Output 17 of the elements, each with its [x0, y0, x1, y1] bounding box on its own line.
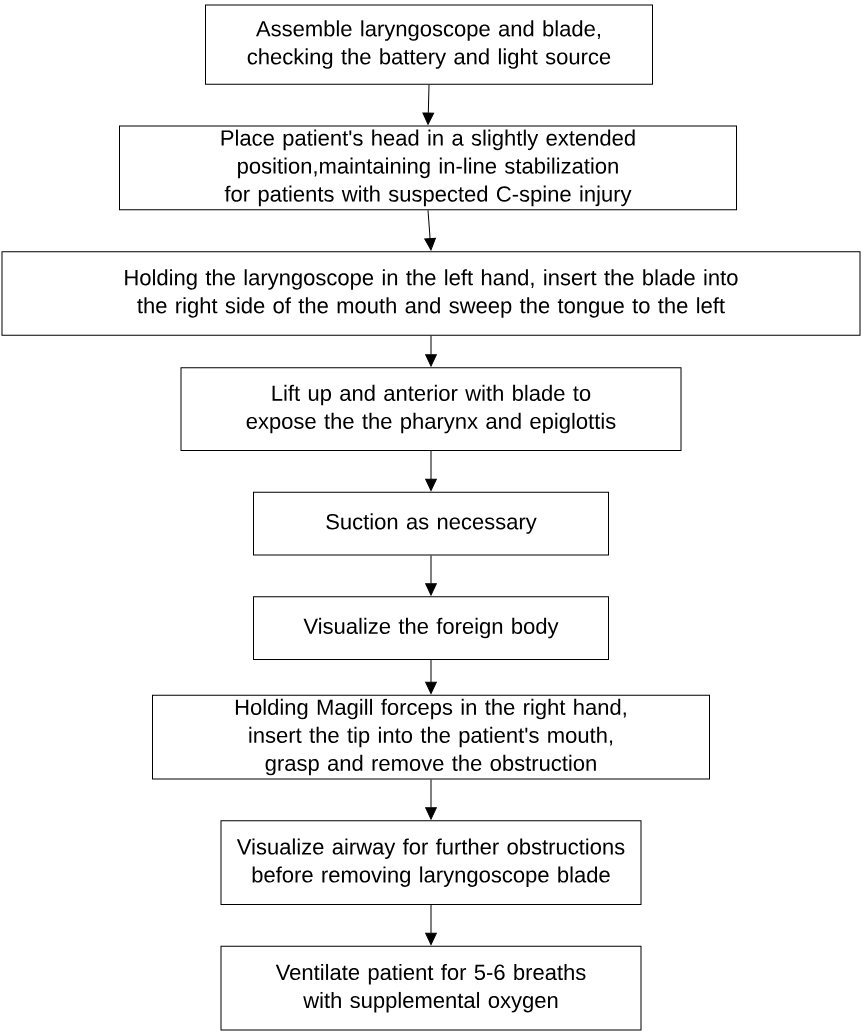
- arrow: [425, 555, 437, 596]
- arrow: [424, 209, 436, 251]
- process-box: Holding the laryngoscope in the left hand, insert the blade into the right side of the mouth and sweep the tongue to the left: [1, 251, 861, 336]
- process-box: Place patient's head in a slightly extended position,maintaining in-line stabilization for patients with suspected C-spine injury: [119, 125, 737, 211]
- process-box: Suction as necessary: [253, 491, 609, 556]
- process-box: Holding Magill forceps in the right hand, insert the tip into the patient's mouth, grasp and remove the obstruction: [152, 694, 710, 780]
- arrow: [425, 335, 437, 367]
- process-box: Visualize the foreign body: [253, 596, 609, 660]
- process-box: Ventilate patient for 5-6 breaths with supplemental oxygen: [220, 945, 642, 1031]
- arrow: [425, 450, 437, 491]
- process-box: Visualize airway for further obstructions before removing laryngoscope blade: [220, 820, 642, 906]
- arrow: [425, 904, 437, 946]
- arrow: [422, 84, 435, 125]
- arrow: [425, 778, 437, 820]
- process-box: Assemble laryngoscope and blade, checking the battery and light source: [205, 4, 653, 85]
- arrow: [425, 659, 437, 695]
- process-box: Lift up and anterior with blade to expose the the pharynx and epiglottis: [180, 367, 682, 451]
